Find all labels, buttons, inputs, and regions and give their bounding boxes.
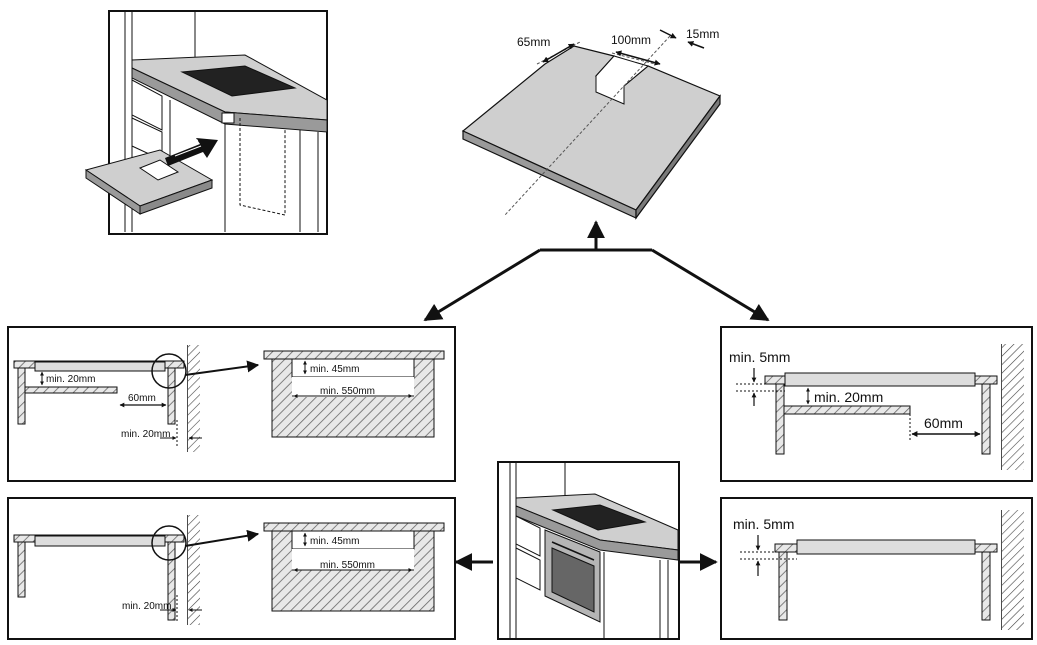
install-illustration-panel	[84, 10, 328, 235]
panel-b-min20-bottom: min. 20mm	[122, 601, 171, 612]
panel-a-min20-bottom: min. 20mm	[121, 429, 170, 440]
dim-15-label: 15mm	[686, 27, 719, 41]
panel-b: min. 20mm min. 45mm min. 550mm	[7, 497, 456, 640]
panel-c-min5: min. 5mm	[729, 349, 790, 365]
connector-arrows	[423, 220, 770, 571]
panel-b-detail-min550: min. 550mm	[320, 560, 375, 571]
dim-65-label: 65mm	[517, 35, 550, 49]
kitchen-oven-illustration	[497, 461, 680, 640]
panel-a-min20-top: min. 20mm	[46, 374, 95, 385]
panel-c-min20: min. 20mm	[814, 389, 883, 405]
panel-d-min5: min. 5mm	[733, 516, 794, 532]
dim-100-label: 100mm	[611, 33, 651, 47]
panel-a-detail-min45: min. 45mm	[310, 364, 359, 375]
cutout-dimension-drawing: 65mm 100mm 15mm	[461, 27, 721, 220]
panel-c: min. 5mm min. 20mm 60mm	[720, 326, 1033, 482]
panel-a-detail-min550: min. 550mm	[320, 386, 375, 397]
panel-a: min. 20mm 60mm min. 20mm min. 45mm min. …	[7, 326, 456, 482]
panel-b-detail-min45: min. 45mm	[310, 536, 359, 547]
panel-d: min. 5mm	[720, 497, 1033, 640]
panel-a-60mm: 60mm	[128, 393, 156, 404]
panel-c-60mm: 60mm	[924, 415, 963, 431]
